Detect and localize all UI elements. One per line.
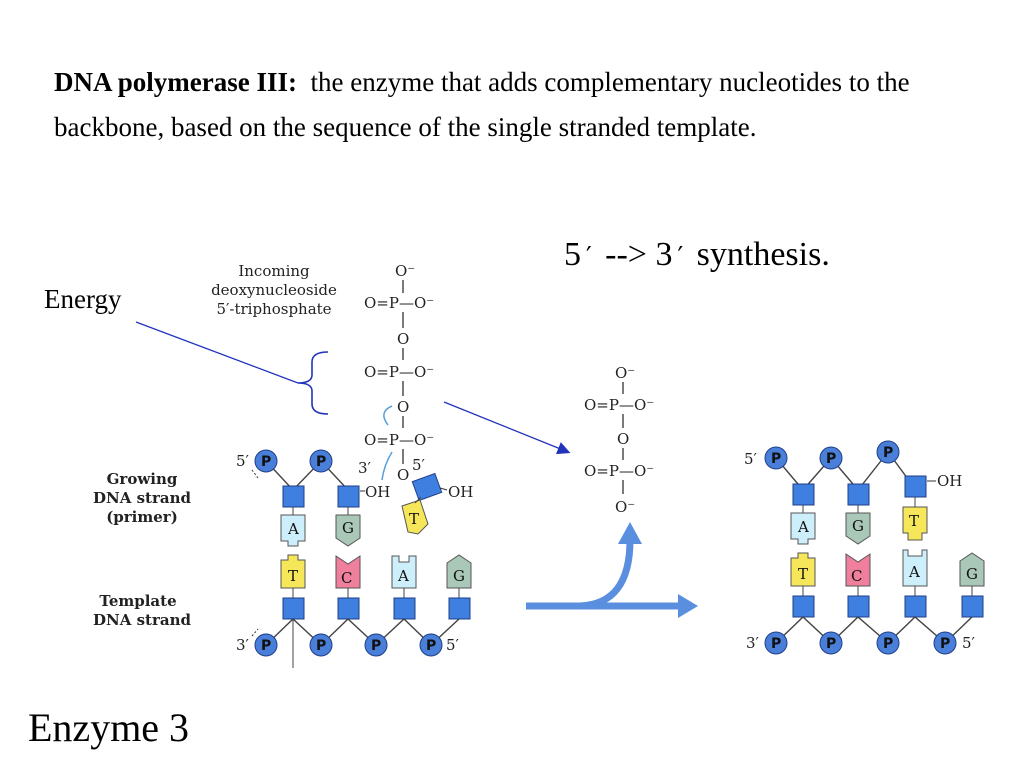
left-dna-strands: 5′ P P OH OH T A G T C A G <box>236 449 473 668</box>
svg-text:OH: OH <box>448 483 473 501</box>
growing-label-1: Growing <box>107 470 178 488</box>
svg-text:P: P <box>426 638 436 654</box>
svg-text:O⁻: O⁻ <box>615 364 635 382</box>
svg-text:P: P <box>826 451 836 467</box>
incoming-label-2: deoxynucleoside <box>211 281 337 299</box>
svg-text:A: A <box>908 563 920 581</box>
svg-text:O⁻: O⁻ <box>395 262 415 280</box>
synthesis-word: synthesis. <box>688 236 830 273</box>
right-dna-strands: 5′ P P P OH A G T T C A G <box>744 440 985 655</box>
svg-text:C: C <box>341 569 352 587</box>
svg-text:3′: 3′ <box>746 634 760 652</box>
svg-text:P: P <box>771 636 781 652</box>
svg-text:P: P <box>940 636 950 652</box>
svg-text:P: P <box>261 454 271 470</box>
synthesis-five: 5 <box>564 236 581 273</box>
enzyme-title: Enzyme 3 <box>28 705 190 750</box>
svg-text:C: C <box>851 567 862 585</box>
synthesis-prime-1: ′ <box>581 242 597 272</box>
svg-text:3′: 3′ <box>358 459 372 477</box>
svg-text:G: G <box>852 517 864 535</box>
svg-text:O: O <box>397 330 409 348</box>
incoming-label-3: 5′-triphosphate <box>216 300 331 318</box>
svg-text:P: P <box>883 636 893 652</box>
svg-text:5′: 5′ <box>412 456 426 474</box>
svg-text:OH: OH <box>365 483 390 501</box>
svg-text:5′: 5′ <box>446 636 460 654</box>
pyrophosphate: O⁻ O=P—O⁻ O O=P—O⁻ O⁻ <box>584 364 654 516</box>
energy-brace <box>297 351 329 415</box>
svg-text:O=P—O⁻: O=P—O⁻ <box>364 363 434 381</box>
svg-text:3′: 3′ <box>236 636 250 654</box>
svg-text:5′: 5′ <box>236 452 250 470</box>
svg-text:O=P—O⁻: O=P—O⁻ <box>364 431 434 449</box>
svg-text:T: T <box>288 567 298 585</box>
svg-text:O: O <box>617 430 629 448</box>
energy-label: Energy <box>44 284 122 314</box>
growing-label-3: (primer) <box>106 508 178 526</box>
svg-text:P: P <box>316 638 326 654</box>
svg-text:T: T <box>409 510 419 528</box>
synthesis-arrow: --> 3 <box>596 236 673 273</box>
svg-text:T: T <box>909 512 919 530</box>
svg-text:G: G <box>342 519 354 537</box>
incoming-label-1: Incoming <box>238 262 310 280</box>
svg-text:O: O <box>397 466 409 484</box>
svg-text:OH: OH <box>937 472 962 490</box>
svg-text:T: T <box>798 565 808 583</box>
pyrophosphate-pointer-line <box>443 401 571 455</box>
svg-text:P: P <box>883 445 893 461</box>
definition-text: DNA polymerase III: the enzyme that adds… <box>54 60 994 150</box>
svg-text:G: G <box>966 565 978 583</box>
svg-text:P: P <box>771 451 781 467</box>
svg-text:O⁻: O⁻ <box>615 498 635 516</box>
definition-term: DNA polymerase III: <box>54 67 297 97</box>
svg-text:P: P <box>371 638 381 654</box>
svg-text:5′: 5′ <box>962 634 976 652</box>
svg-text:P: P <box>261 638 271 654</box>
svg-text:A: A <box>797 518 809 536</box>
svg-text:O: O <box>397 398 409 416</box>
energy-pointer-line <box>135 321 299 384</box>
svg-text:5′: 5′ <box>744 450 758 468</box>
triphosphate-chain: O⁻ O=P—O⁻ O O=P—O⁻ O O=P—O⁻ O 5′ 3′ <box>358 262 434 484</box>
synthesis-prime-2: ′ <box>672 242 689 272</box>
svg-text:O=P—O⁻: O=P—O⁻ <box>584 396 654 414</box>
svg-text:P: P <box>316 454 326 470</box>
growing-label-2: DNA strand <box>93 489 191 507</box>
svg-text:G: G <box>453 567 465 585</box>
template-label-2: DNA strand <box>93 611 191 629</box>
svg-text:P: P <box>826 636 836 652</box>
svg-text:A: A <box>397 567 409 585</box>
template-label-1: Template <box>99 592 176 610</box>
svg-text:A: A <box>287 520 299 538</box>
svg-text:O=P—O⁻: O=P—O⁻ <box>364 294 434 312</box>
synthesis-direction: 5′ --> 3′ synthesis. <box>564 236 830 274</box>
definition-body: the enzyme that adds complementary nucle… <box>54 67 910 142</box>
release-arrow <box>579 539 634 610</box>
svg-text:O=P—O⁻: O=P—O⁻ <box>584 462 654 480</box>
